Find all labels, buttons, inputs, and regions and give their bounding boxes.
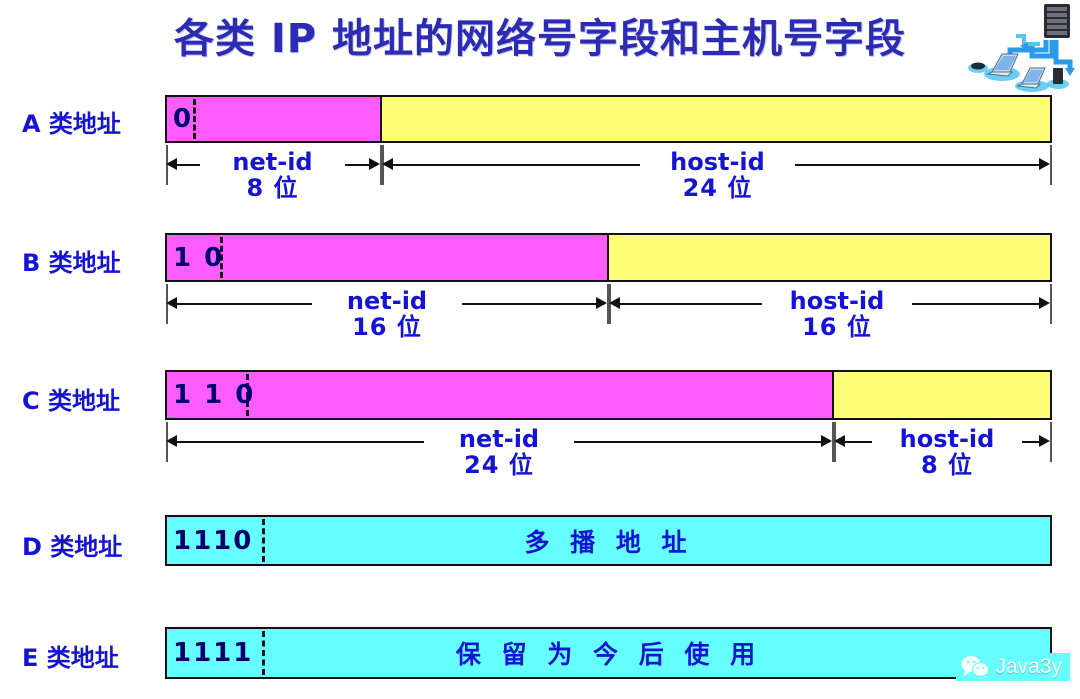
- class-a-netid-bits: 8 位: [246, 174, 299, 202]
- class-a-hostid-name: host-id: [670, 148, 765, 176]
- class-c-hostid-segment: [834, 372, 1050, 418]
- class-c-prefix-bits: 1 1 0: [173, 380, 256, 410]
- class-b-prefix-divider: [220, 237, 223, 278]
- class-a-hostid-bits: 24 位: [682, 174, 753, 202]
- class-a-netid-name: net-id: [232, 148, 313, 176]
- class-d-bar[interactable]: 1110 多 播 地 址: [165, 515, 1052, 566]
- class-e-reserved-segment: [167, 629, 1050, 677]
- watermark: Java3y: [956, 653, 1070, 681]
- class-c-prefix-divider: [246, 374, 249, 416]
- class-b-netid-name: net-id: [346, 287, 428, 315]
- class-c-netid-bits: 24 位: [464, 451, 534, 479]
- class-e-caption: 保 留 为 今 后 使 用: [455, 640, 762, 669]
- class-e-prefix-divider: [262, 631, 265, 675]
- class-d-prefix-divider: [262, 519, 265, 562]
- wechat-icon: [961, 656, 990, 679]
- watermark-text: Java3y: [995, 655, 1062, 678]
- class-b-hostid-segment: [609, 235, 1050, 280]
- class-e-bar[interactable]: 1111 保 留 为 今 后 使 用: [165, 627, 1052, 679]
- class-b-netid-segment: [167, 235, 609, 280]
- class-b-bar[interactable]: 1 0: [165, 233, 1052, 282]
- class-c-netid-segment: [167, 372, 834, 418]
- class-d-prefix-bits: 1110: [173, 525, 254, 556]
- class-c-bar[interactable]: 1 1 0: [165, 370, 1052, 420]
- class-b-label: B 类地址: [22, 249, 121, 277]
- class-a-prefix-divider: [193, 99, 196, 139]
- class-b-hostid-bits: 16 位: [802, 313, 872, 341]
- class-e-label: E 类地址: [22, 644, 119, 672]
- class-a-netid-segment: [167, 97, 382, 141]
- class-d-multicast-segment: [167, 517, 1050, 564]
- class-d-caption: 多 播 地 址: [524, 527, 693, 557]
- class-b-netid-bits: 16 位: [352, 313, 422, 341]
- class-b-prefix-bits: 1 0: [173, 242, 225, 273]
- class-c-netid-name: net-id: [458, 425, 540, 453]
- class-c-hostid-bits: 8 位: [920, 451, 974, 479]
- page-title: 各类 IP 地址的网络号字段和主机号字段: [173, 16, 907, 62]
- class-a-bar[interactable]: 0: [165, 95, 1052, 143]
- class-a-prefix-bits: 0: [173, 104, 194, 134]
- class-e-prefix-bits: 1111: [173, 638, 254, 668]
- network-diagram-icon: [968, 4, 1075, 92]
- class-b-hostid-name: host-id: [789, 287, 885, 315]
- class-c-label: C 类地址: [22, 387, 120, 415]
- class-c-hostid-name: host-id: [899, 425, 995, 453]
- class-d-label: D 类地址: [22, 533, 123, 561]
- class-a-hostid-segment: [382, 97, 1050, 141]
- class-a-label: A 类地址: [22, 110, 121, 138]
